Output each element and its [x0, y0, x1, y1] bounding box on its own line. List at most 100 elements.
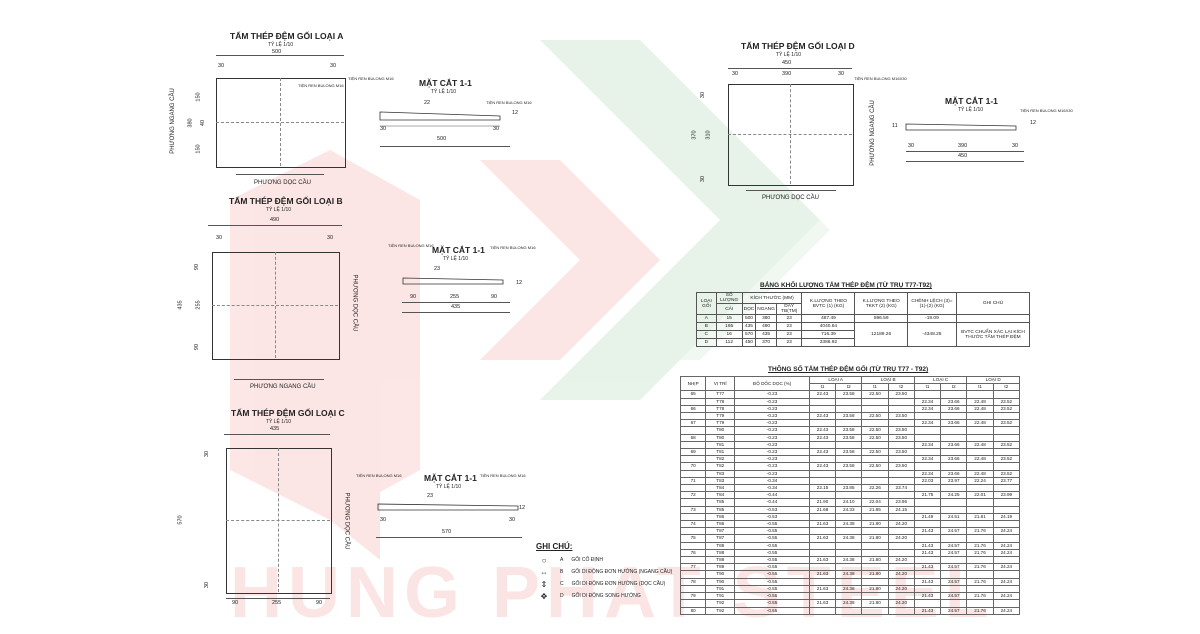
table-cell: 23.99: [992, 491, 1021, 500]
table-cell: 23.50: [887, 426, 915, 435]
mass-header-diff: CHÊNH LỆCH (3)=(1)-(2) (KG): [906, 292, 958, 315]
params-sub: t1: [966, 383, 994, 392]
table-cell: [992, 448, 1021, 457]
table-cell: [861, 548, 889, 558]
table-cell: -0.23: [734, 433, 810, 442]
table-cell: 23.97: [940, 476, 968, 486]
table-cell: 24.15: [887, 505, 915, 514]
plate-a-dim-right: 30: [330, 63, 337, 69]
table-cell: 21.80: [861, 584, 889, 594]
table-cell: T79: [705, 412, 736, 421]
table-cell: 21.76: [966, 592, 994, 601]
table-cell: [679, 556, 707, 565]
table-cell: [808, 563, 837, 572]
table-cell: [835, 397, 863, 406]
mass-header-note: GHI CHÚ: [956, 292, 1030, 315]
table-cell: [861, 455, 889, 464]
table-cell: -0.55: [734, 541, 810, 550]
table-cell: 24.38: [835, 534, 863, 543]
plate-b-horizontal-label: PHƯƠNG NGANG CẦU: [250, 384, 316, 390]
table-cell: [887, 548, 915, 558]
table-cell: 23.52: [992, 419, 1021, 428]
section-c-dim-thk: 23: [427, 493, 434, 499]
table-cell: [992, 534, 1021, 543]
table-cell: [887, 491, 915, 500]
plate-d-dim-v3: 30: [700, 175, 707, 183]
table-cell: 23.50: [887, 412, 915, 421]
table-cell: 24.20: [887, 520, 915, 529]
table-cell: [808, 476, 837, 486]
section-b-bolt-label: TIỆN REN BULONG M16: [388, 243, 434, 248]
section-c-bolt-label: TIỆN REN BULONG M16: [356, 473, 402, 478]
table-cell: -0.55: [734, 520, 810, 529]
table-cell: [679, 440, 707, 450]
section-d-dim-right: 30: [1012, 143, 1019, 149]
params-table: NHỊP VỊ TRÍ ĐỘ DỐC DỌC (%) LOẠI A LOẠI B…: [679, 375, 1021, 615]
params-table-title: THÔNG SỐ TẤM THÉP ĐỆM GỐI (TỪ TRỤ T77 - …: [768, 366, 929, 373]
table-cell: 500: [741, 314, 757, 323]
table-cell: [861, 404, 889, 414]
table-cell: 67: [679, 419, 707, 428]
section-d-dim-thk: 12: [1030, 120, 1037, 126]
table-cell: 23.66: [940, 455, 968, 464]
table-cell: 77: [679, 563, 707, 572]
mass-header-tkkt: K.LƯỢNG THEO TKKT (2) (KG): [854, 292, 908, 315]
table-cell: 22.34: [913, 469, 942, 478]
plate-c-scale: TỶ LỆ 1/10: [266, 419, 292, 425]
table-cell: [679, 397, 707, 406]
section-c-dim-small: 12: [519, 505, 526, 511]
plate-d-dim-v2: 310: [705, 130, 712, 140]
table-cell: 24.38: [835, 570, 863, 579]
table-cell: 15: [715, 314, 743, 323]
table-cell: 22.34: [913, 397, 942, 406]
table-cell: 21.76: [966, 527, 994, 536]
table-cell: [992, 556, 1021, 565]
params-sub: t1: [913, 383, 942, 392]
plate-b-scale: TỶ LỆ 1/10: [266, 207, 292, 213]
table-cell: -0.23: [734, 455, 810, 464]
table-cell: 22.34: [913, 455, 942, 464]
table-cell: [835, 440, 863, 450]
table-cell: -0.55: [734, 548, 810, 558]
table-cell: 23.66: [940, 419, 968, 428]
table-cell: -0.55: [734, 592, 810, 601]
section-c-bolt-label2: TIỆN REN BULONG M16: [480, 473, 526, 478]
table-cell: [861, 476, 889, 486]
table-cell: [966, 462, 994, 471]
params-sub: t2: [992, 383, 1021, 392]
table-cell: [913, 599, 942, 608]
table-cell: 24.24: [992, 577, 1021, 586]
table-cell: [835, 512, 863, 522]
section-b-bolt-label2: TIỆN REN BULONG M16: [490, 245, 536, 250]
table-cell: T91: [705, 584, 736, 594]
table-cell: [808, 469, 837, 478]
table-cell: 24.57: [940, 606, 968, 615]
table-cell: T83: [705, 469, 736, 478]
table-cell: [913, 498, 942, 507]
table-cell: [966, 433, 994, 442]
table-cell: [913, 448, 942, 457]
table-cell: T86: [705, 512, 736, 522]
table-cell: [940, 448, 968, 457]
plate-c-dim-b2: 255: [272, 600, 282, 606]
table-cell: [940, 570, 968, 579]
note-code: A: [560, 557, 564, 563]
table-cell: [966, 520, 994, 529]
plate-d-outline: [728, 84, 854, 186]
table-cell: 435: [755, 330, 777, 339]
section-a-dim-angle: 22: [424, 100, 431, 106]
params-sub: t2: [940, 383, 968, 392]
table-cell: -0.23: [734, 448, 810, 457]
mass-merged-diff: -4348.25: [906, 322, 958, 347]
section-b-dim-small: 12: [516, 280, 523, 286]
table-cell: D: [696, 338, 717, 347]
table-cell: 70: [679, 462, 707, 471]
